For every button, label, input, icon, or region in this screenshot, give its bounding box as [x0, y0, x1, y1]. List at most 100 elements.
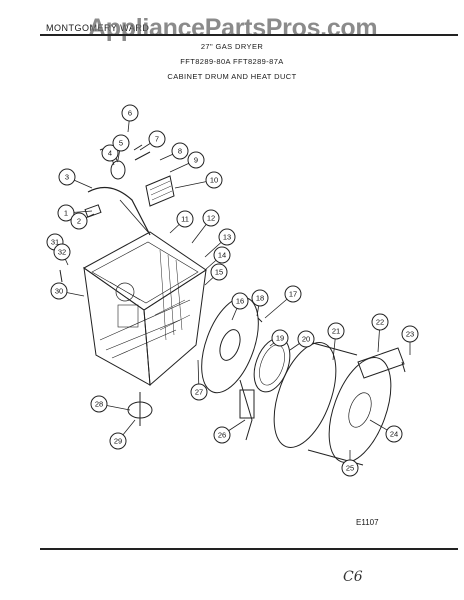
callout-circle [231, 292, 249, 310]
callout-number: 28 [95, 400, 103, 409]
callout-part-9: 9 [169, 151, 205, 173]
callout-part-11: 11 [169, 210, 194, 234]
callout-circle [121, 104, 139, 122]
callout-number: 24 [390, 430, 398, 439]
callout-part-28: 28 [90, 395, 131, 413]
callout-circle [50, 282, 68, 300]
callout-number: 17 [289, 290, 297, 299]
callout-part-12: 12 [191, 209, 220, 244]
callout-number: 11 [181, 215, 189, 224]
callout-part-30: 30 [50, 282, 85, 300]
callout-number: 2 [77, 217, 81, 226]
callout-part-1: 1 [57, 204, 93, 222]
callout-part-19: 19 [269, 329, 289, 347]
title-section: CABINET DRUM AND HEAT DUCT [167, 72, 297, 81]
seal-ring-drawing [253, 337, 291, 393]
callout-part-2: 2 [70, 212, 95, 230]
callout-part-15: 15 [204, 263, 228, 286]
callout-number: 27 [195, 388, 203, 397]
callout-number: 22 [376, 318, 384, 327]
callout-circle [371, 313, 389, 331]
callout-circle [341, 459, 359, 477]
callout-circle [58, 168, 76, 186]
callout-number: 7 [155, 135, 159, 144]
title-models: FFT8289-80A FFT8289-87A [180, 57, 284, 66]
callout-circle [205, 171, 223, 189]
callout-part-29: 29 [109, 419, 136, 450]
watermark: AppliancePartsPros.com [88, 14, 378, 42]
lint-screen-drawing [145, 175, 175, 207]
callout-number: 10 [210, 176, 218, 185]
callout-number: 8 [178, 147, 182, 156]
callout-part-32: 32 [53, 243, 71, 266]
callout-circle [70, 212, 88, 230]
callout-number: 29 [114, 437, 122, 446]
callout-part-25: 25 [341, 450, 359, 477]
callout-circle [401, 325, 419, 343]
title-product: 27" GAS DRYER [200, 42, 264, 51]
bottom-rule [40, 548, 458, 550]
callout-circle [251, 289, 269, 307]
cabinet-drawing [83, 231, 207, 387]
callout-circle [213, 426, 231, 444]
callout-circle [148, 130, 166, 148]
callout-part-16: 16 [231, 292, 249, 321]
callout-circle [271, 329, 289, 347]
callout-circle [385, 425, 403, 443]
top-rule [40, 34, 458, 36]
callout-number: 26 [218, 431, 226, 440]
diagram-ref-number: E1107 [356, 518, 379, 527]
callout-number: 4 [108, 149, 112, 158]
callout-part-17: 17 [264, 285, 302, 319]
callout-part-27: 27 [190, 359, 208, 401]
callout-number: 30 [55, 287, 63, 296]
callout-circle [202, 209, 220, 227]
callout-circle [213, 246, 231, 264]
callout-number: 16 [236, 297, 244, 306]
callout-number: 15 [215, 268, 223, 277]
callout-circle [187, 151, 205, 169]
callout-number: 20 [302, 335, 310, 344]
callout-circle [53, 243, 71, 261]
callout-circle [57, 204, 75, 222]
callout-number: 9 [194, 156, 198, 165]
callout-part-3: 3 [58, 168, 93, 189]
callout-number: 23 [406, 330, 414, 339]
callout-number: 25 [346, 464, 354, 473]
callout-part-8: 8 [159, 142, 189, 161]
brand-header: MONTGOMERY WARD [46, 23, 150, 33]
callout-circle [109, 432, 127, 450]
callout-circle [327, 322, 345, 340]
callout-number: 13 [223, 233, 231, 242]
callout-circle [112, 134, 130, 152]
callout-part-7: 7 [139, 130, 166, 151]
callout-circle [297, 330, 315, 348]
callout-part-4: 4 [101, 144, 119, 166]
callout-number: 32 [58, 248, 66, 257]
callout-part-24: 24 [369, 419, 403, 443]
callout-part-10: 10 [174, 171, 223, 189]
callout-number: 18 [256, 294, 264, 303]
drum-drawing [273, 339, 392, 466]
callout-circle [101, 144, 119, 162]
handwritten-note: C6 [343, 569, 363, 585]
callout-number: 6 [128, 109, 132, 118]
callout-number: 21 [332, 327, 340, 336]
callout-circle [90, 395, 108, 413]
callout-part-14: 14 [204, 246, 231, 271]
callout-part-26: 26 [213, 419, 246, 444]
callout-number: 5 [119, 139, 123, 148]
callout-circle [171, 142, 189, 160]
callout-part-23: 23 [401, 325, 419, 355]
callout-number: 14 [218, 251, 226, 260]
callout-number: 31 [51, 238, 59, 247]
callout-circle [210, 263, 228, 281]
callout-number: 19 [276, 334, 284, 343]
callout-number: 3 [65, 173, 69, 182]
callout-part-13: 13 [204, 228, 236, 258]
callout-part-6: 6 [121, 104, 139, 133]
callout-part-5: 5 [112, 134, 130, 161]
callout-circle [218, 228, 236, 246]
front-bulkhead-drawing [201, 296, 259, 394]
